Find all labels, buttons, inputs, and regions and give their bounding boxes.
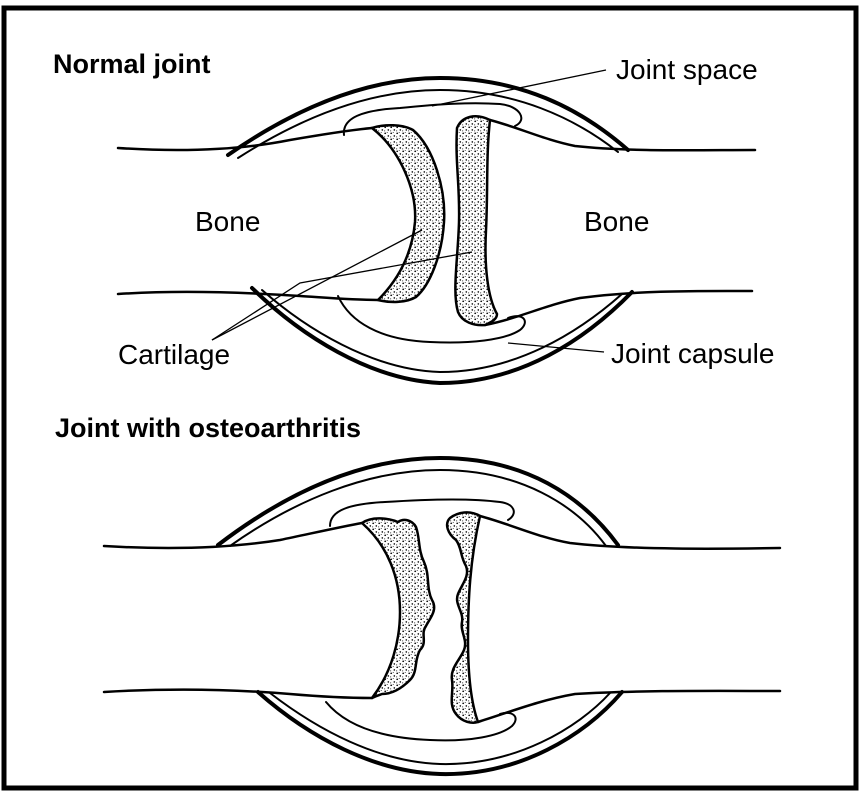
normal-synovium-bottom bbox=[338, 296, 525, 343]
bone-left-label: Bone bbox=[195, 206, 260, 237]
normal-capsule-bottom-inner bbox=[262, 290, 622, 372]
left-cartilage bbox=[372, 125, 444, 302]
left-bone-top-edge bbox=[118, 128, 372, 150]
oa-left-cartilage bbox=[362, 518, 434, 698]
oa-right-bone-bottom-edge bbox=[478, 691, 780, 722]
joint-capsule-label: Joint capsule bbox=[611, 338, 774, 369]
osteoarthritis-joint-illustration: Joint with osteoarthritis bbox=[55, 413, 780, 774]
oa-left-bone-bottom-edge bbox=[104, 690, 372, 698]
oa-synovium-top bbox=[330, 499, 514, 526]
oa-synovium-bottom bbox=[326, 702, 516, 740]
cartilage-label: Cartilage bbox=[118, 339, 230, 370]
normal-capsule-bottom-outer bbox=[252, 288, 632, 383]
normal-synovium-top bbox=[344, 103, 521, 135]
joint-space-label: Joint space bbox=[616, 54, 758, 85]
osteoarthritis-joint-title: Joint with osteoarthritis bbox=[55, 413, 361, 443]
right-cartilage bbox=[455, 116, 497, 325]
oa-capsule-bottom-inner bbox=[270, 693, 610, 764]
oa-right-cartilage bbox=[447, 512, 480, 722]
figure-frame bbox=[4, 8, 856, 788]
oa-capsule-bottom-outer bbox=[258, 692, 622, 774]
oa-right-bone-top-edge bbox=[480, 516, 780, 549]
normal-joint-title: Normal joint bbox=[53, 49, 211, 79]
normal-joint-illustration: Normal joint Joint space Bone Bone Carti… bbox=[53, 49, 774, 383]
bone-right-label: Bone bbox=[584, 206, 649, 237]
